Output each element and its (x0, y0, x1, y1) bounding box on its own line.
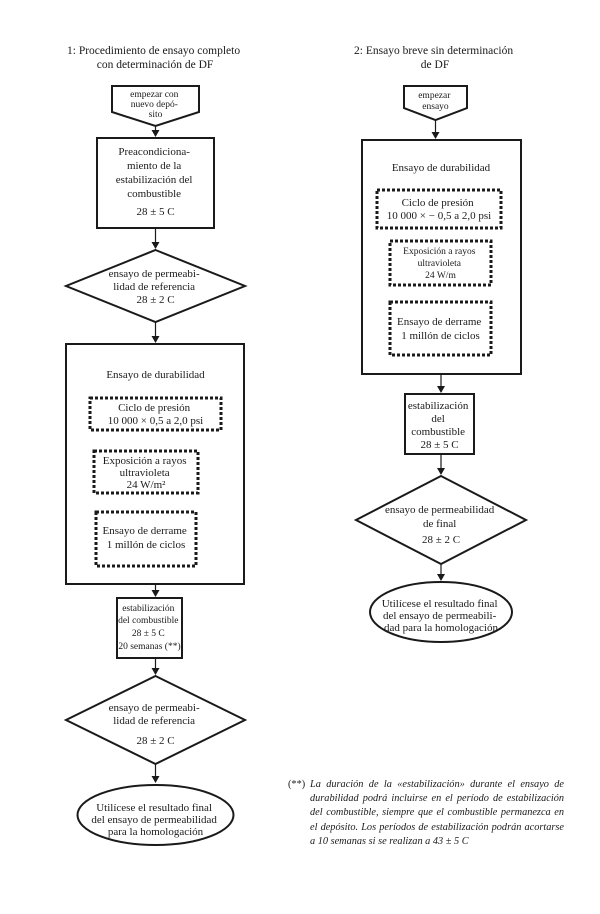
left-flowchart: 1: Procedimiento de ensayo completo con … (63, 45, 248, 846)
left-durability-title: Ensayo de durabilidad (106, 369, 205, 381)
left-start-node (111, 85, 200, 128)
footnote-marker: (**) (288, 779, 306, 790)
left-pressure-cycle-label: Ciclo de presión 10 000 × 0,5 a 2,0 psi (108, 402, 203, 427)
left-precondition-label: Preacondiciona- miento de la estabilizac… (116, 146, 195, 218)
left-uv-exposure-box (92, 449, 200, 495)
left-stabilization-label: estabilización del combustible 28 ± 5 C … (118, 604, 181, 652)
right-permeability-label: ensayo de permeabilidad de final 28 ± 2 … (385, 504, 497, 546)
right-durability-title: Ensayo de durabilidad (392, 162, 491, 174)
right-slosh-test-label: Ensayo de derrame 1 millón de ciclos (397, 316, 484, 342)
right-pressure-cycle-label: Ciclo de presión 10 000 × − 0,5 a 2,0 ps… (387, 197, 491, 222)
right-slosh-test-box (388, 300, 493, 357)
right-uv-exposure-label: Exposición a rayos ultravioleta 24 W/m (403, 247, 478, 281)
left-start-label: empezar con nuevo depó- sito (130, 90, 181, 120)
right-stabilization-label: estabilización del combustible 28 ± 5 C (408, 400, 471, 451)
right-pressure-cycle-box (375, 188, 503, 230)
right-result-terminal (369, 581, 513, 643)
left-stabilization-box (116, 597, 183, 659)
left-result-terminal (76, 784, 235, 846)
right-result-label: Utilícese el resultado final del ensayo … (382, 598, 501, 634)
left-uv-exposure-label: Exposición a rayos ultravioleta 24 W/m² (103, 455, 189, 491)
right-flowchart: 2: Ensayo breve sin determinación de DF … (353, 45, 529, 643)
right-start-node (403, 85, 468, 122)
left-permeability-label-1: ensayo de permeabi- lidad de referencia … (109, 268, 203, 306)
left-slosh-test-label: Ensayo de derrame 1 millón de ciclos (102, 525, 189, 551)
right-uv-exposure-box (388, 239, 493, 287)
left-permeability-label-2: ensayo de permeabi- lidad de referencia … (109, 702, 203, 747)
right-title: 2: Ensayo breve sin determinación de DF (354, 45, 516, 71)
left-result-label: Utilícese el resultado final del ensayo … (91, 802, 219, 838)
right-start-label: empezar ensayo (418, 91, 453, 112)
footnote-text: La duración de la «estabilización» duran… (310, 779, 564, 847)
right-stabilization-box (404, 393, 475, 455)
left-pressure-cycle-box (88, 396, 223, 432)
footnote: (**) La duración de la «estabilización» … (288, 778, 564, 849)
left-title: 1: Procedimiento de ensayo completo con … (67, 45, 243, 71)
left-slosh-test-box (94, 510, 198, 568)
